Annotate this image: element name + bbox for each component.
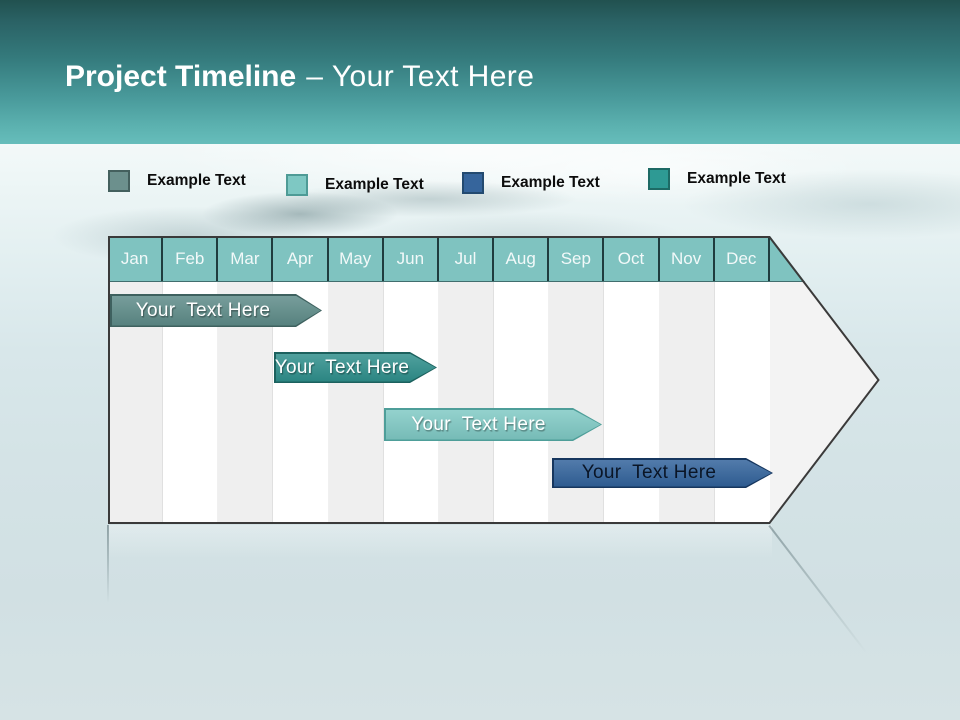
legend-swatch	[648, 168, 670, 190]
header-band: Project Timeline–Your Text Here	[0, 0, 960, 144]
title-main: Project Timeline	[65, 60, 297, 93]
month-cell-jun: Jun	[384, 236, 439, 281]
legend-label: Example Text	[147, 172, 246, 189]
task-bar-label: Your Text Here	[581, 462, 717, 483]
task-bar: Your Text Here	[110, 294, 322, 327]
month-cell-mar: Mar	[218, 236, 274, 281]
chart-reflection-edge	[107, 525, 109, 603]
slide-title: Project Timeline–Your Text Here	[65, 60, 534, 94]
legend-swatch	[108, 170, 130, 192]
chart-reflection	[108, 525, 772, 559]
month-band-filler	[770, 236, 880, 281]
task-bar-label: Your Text Here	[274, 356, 410, 378]
month-cell-jul: Jul	[439, 236, 495, 281]
legend-label: Example Text	[325, 176, 424, 193]
title-dash: –	[306, 60, 323, 93]
month-cell-feb: Feb	[163, 236, 219, 281]
legend-swatch	[462, 172, 484, 194]
task-bar-label: Your Text Here	[135, 299, 271, 321]
month-cell-may: May	[329, 236, 384, 281]
legend-item: Example Text	[648, 168, 786, 190]
legend-label: Example Text	[501, 174, 600, 191]
month-cell-nov: Nov	[660, 236, 715, 281]
month-cell-jan: Jan	[108, 236, 164, 281]
month-cell-aug: Aug	[494, 236, 550, 281]
title-subtext: Your Text Here	[331, 60, 535, 93]
legend-label: Example Text	[687, 170, 786, 187]
month-cell-oct: Oct	[604, 236, 660, 281]
legend-item: Example Text	[108, 170, 246, 192]
task-bar-label: Your Text Here	[411, 413, 546, 435]
legend-item: Example Text	[286, 174, 424, 196]
legend-swatch	[286, 174, 308, 196]
month-cell-sep: Sep	[549, 236, 605, 281]
legend-item: Example Text	[462, 172, 600, 194]
task-bar: Your Text Here	[274, 352, 437, 383]
month-cell-dec: Dec	[715, 236, 770, 281]
task-bar: Your Text Here	[552, 458, 773, 488]
task-bar: Your Text Here	[384, 408, 602, 441]
month-cell-apr: Apr	[273, 236, 329, 281]
